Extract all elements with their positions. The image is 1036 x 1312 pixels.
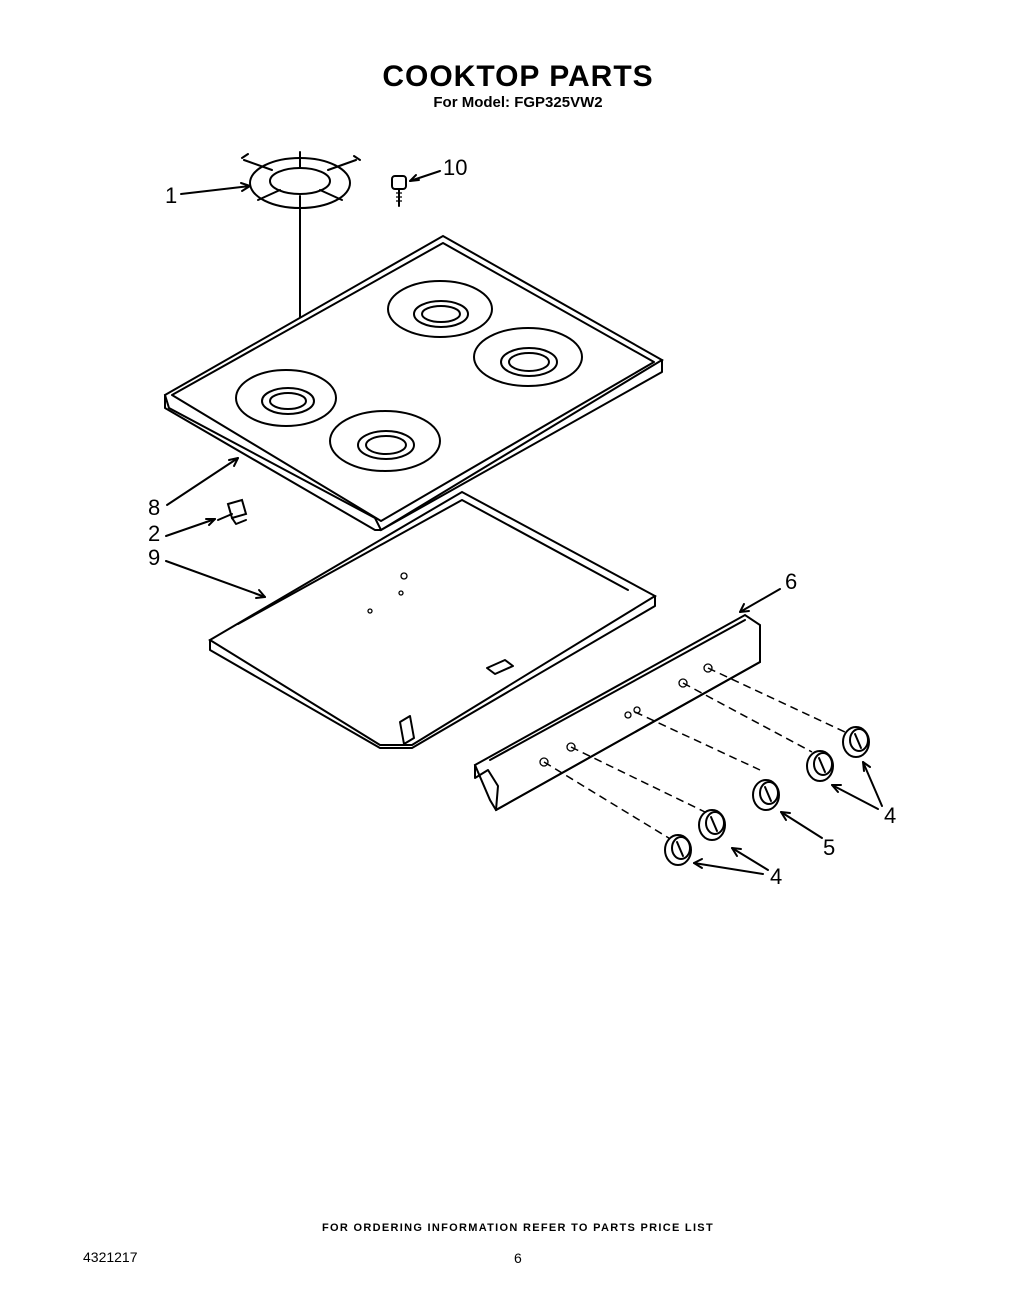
screw	[391, 175, 407, 207]
callout-knob-left: 4	[770, 864, 782, 889]
callout-burner-box: 9	[148, 545, 160, 570]
burner-box	[208, 490, 658, 749]
callout-screw: 10	[443, 155, 467, 180]
page-number: 6	[514, 1250, 522, 1266]
callout-clip: 2	[148, 521, 160, 546]
ordering-note: FOR ORDERING INFORMATION REFER TO PARTS …	[322, 1222, 714, 1234]
knob-front-right	[842, 726, 870, 758]
knob-center	[752, 779, 780, 811]
callout-cooktop: 8	[148, 495, 160, 520]
knob-front-left	[664, 834, 692, 866]
callout-control-panel: 6	[785, 569, 797, 594]
page-title: COOKTOP PARTS	[382, 60, 654, 93]
model-subtitle: For Model: FGP325VW2	[433, 94, 603, 111]
document-number: 4321217	[83, 1249, 138, 1265]
cooktop-top	[163, 234, 664, 532]
clip	[217, 498, 248, 525]
callout-knob-right: 4	[884, 803, 896, 828]
leader-lines	[165, 170, 883, 875]
knob-rear-right	[806, 750, 834, 782]
callout-grate: 1	[165, 183, 177, 208]
burner-grate	[241, 151, 361, 213]
knob-rear-left	[698, 809, 726, 841]
callout-knob-center: 5	[823, 835, 835, 860]
control-panel	[473, 613, 761, 812]
